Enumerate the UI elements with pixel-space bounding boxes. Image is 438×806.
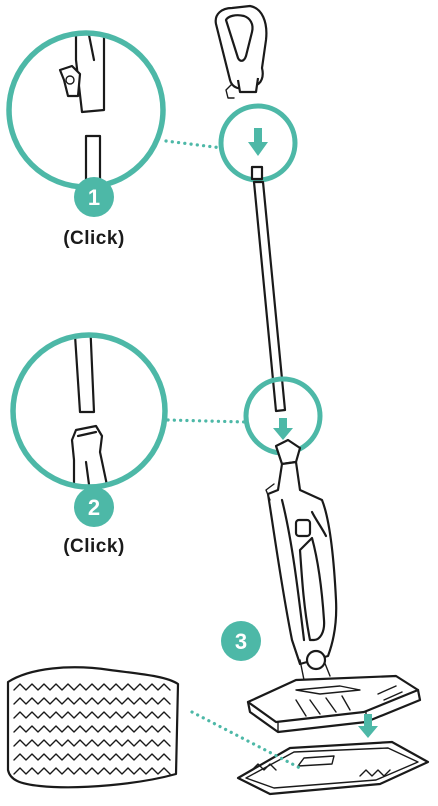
- step-1-caption: (Click): [63, 228, 125, 249]
- step-3-number: 3: [235, 629, 247, 654]
- down-arrow-icon: [358, 714, 378, 738]
- down-arrow-icon: [248, 128, 268, 156]
- joint-1: [218, 103, 298, 183]
- step-1-number: 1: [88, 185, 100, 210]
- step-2-number: 2: [88, 495, 100, 520]
- step-1-badge: 1: [74, 177, 114, 217]
- connector-1: [164, 139, 224, 150]
- upper-pole: [252, 180, 287, 413]
- mop-head: [246, 674, 422, 734]
- steam-mop-illustration: [214, 4, 430, 796]
- joint-2: [243, 376, 323, 466]
- mop-pad-illustration: [6, 666, 180, 789]
- step-2-caption: (Click): [63, 536, 125, 557]
- step-2-badge: 2: [74, 487, 114, 527]
- zoom-detail-2: [10, 332, 168, 490]
- handle-grip: [214, 4, 268, 99]
- step-3-badge: 3: [221, 621, 261, 661]
- connector-2: [166, 418, 248, 424]
- zoom-detail-1: [6, 30, 166, 190]
- mop-pad-plate: [236, 740, 430, 796]
- down-arrow-icon: [273, 418, 293, 440]
- connector-3: [190, 710, 302, 770]
- mop-body: [265, 460, 338, 681]
